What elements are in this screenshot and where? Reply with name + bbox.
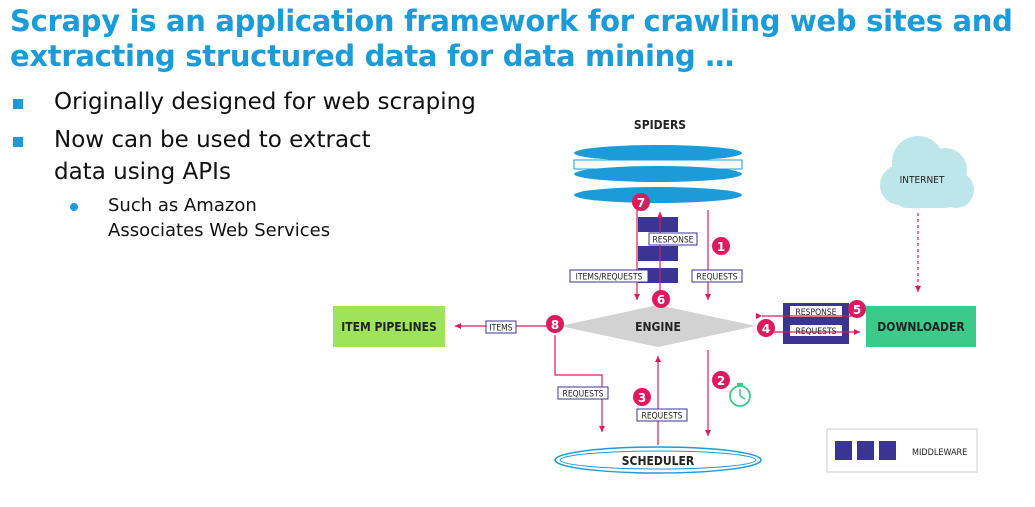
scheduler-ring — [554, 446, 762, 474]
requests-left-text: REQUESTS — [563, 390, 604, 400]
item-pipelines-label: ITEM PIPELINES — [341, 320, 437, 334]
scheduler-label: SCHEDULER — [622, 454, 695, 468]
step-7: 7 — [632, 193, 650, 211]
scheduler-ring-inner — [559, 450, 757, 470]
title-line-1: Scrapy is an application framework for c… — [10, 4, 1013, 38]
middleware-legend: MIDDLEWARE — [826, 428, 978, 473]
spiders-label: SPIDERS — [634, 118, 686, 132]
downloader-middleware — [783, 303, 849, 344]
label-items: ITEMS — [485, 320, 517, 334]
step-4: 4 — [757, 319, 775, 337]
spider-disc — [574, 166, 742, 182]
step-6-number: 6 — [657, 293, 665, 307]
bullet-square-icon — [13, 99, 23, 109]
label-items-requests: ITEMS/REQUESTS — [569, 269, 649, 283]
step-3-number: 3 — [638, 391, 646, 405]
bullet-square-icon — [13, 137, 23, 147]
step-8-number: 8 — [551, 318, 559, 332]
step-1: 1 — [712, 237, 730, 255]
bullet-2-line-2: data using APIs — [54, 159, 231, 185]
engine-diamond — [560, 305, 756, 347]
step-4-number: 4 — [762, 322, 770, 336]
sub-bullet-dot-icon — [70, 203, 78, 211]
response-spider-text: RESPONSE — [652, 236, 693, 246]
items-text: ITEMS — [489, 324, 512, 334]
downloader-box — [866, 306, 976, 347]
step-3: 3 — [633, 388, 651, 406]
bullet-1-text: Originally designed for web scraping — [54, 89, 476, 115]
step-5: 5 — [848, 300, 866, 318]
items-requests-text: ITEMS/REQUESTS — [576, 273, 643, 283]
spiders-database — [573, 145, 743, 203]
internet-label: INTERNET — [900, 175, 945, 186]
label-response-spider: RESPONSE — [648, 232, 698, 246]
requests-scheduler-text: REQUESTS — [642, 412, 683, 422]
middleware-label: MIDDLEWARE — [912, 448, 967, 458]
step-5-number: 5 — [853, 303, 861, 317]
response-downloader-text: RESPONSE — [795, 308, 836, 318]
title-line-2: extracting structured data for data mini… — [10, 39, 734, 73]
step-8: 8 — [546, 315, 564, 333]
item-pipelines-box — [333, 306, 445, 347]
requests-downloader-text: REQUESTS — [796, 327, 837, 337]
label-requests-scheduler: REQUESTS — [636, 408, 688, 422]
engine-label: ENGINE — [635, 320, 681, 334]
sub-bullet-line-1: Such as Amazon — [108, 195, 257, 216]
internet-cloud — [880, 136, 974, 208]
timer-icon — [729, 383, 751, 407]
bullet-2-line-1: Now can be used to extract — [54, 127, 371, 153]
requests-spider-text: REQUESTS — [697, 273, 738, 283]
label-requests-left: REQUESTS — [557, 386, 609, 400]
step-6: 6 — [652, 290, 670, 308]
pipeline-to-scheduler-arrow — [554, 335, 605, 432]
step-2-number: 2 — [717, 374, 725, 388]
spider-disc — [574, 145, 742, 161]
step-7-number: 7 — [637, 196, 645, 210]
spider-disc — [574, 187, 742, 203]
step-1-number: 1 — [717, 240, 725, 254]
downloader-label: DOWNLOADER — [877, 320, 965, 334]
label-requests-spider: REQUESTS — [691, 269, 743, 283]
sub-bullet-line-2: Associates Web Services — [108, 220, 331, 241]
step-2: 2 — [712, 371, 730, 389]
slide-title: Scrapy is an application framework for c… — [10, 4, 1030, 74]
